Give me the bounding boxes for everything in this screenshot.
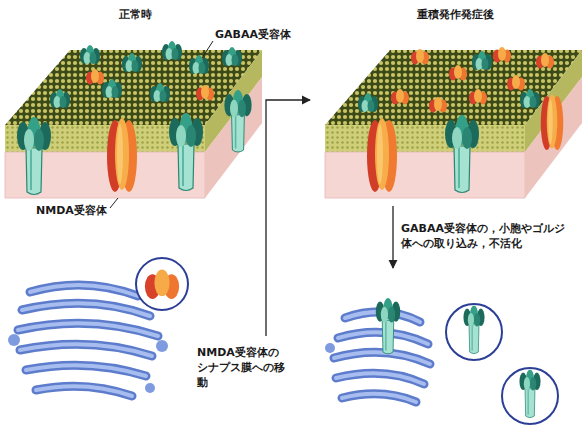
nmda-receptor bbox=[493, 47, 511, 63]
nmda-receptor bbox=[507, 75, 525, 91]
cytoplasm bbox=[325, 152, 525, 198]
gaba-receptor bbox=[520, 89, 540, 108]
cytoplasm bbox=[525, 77, 582, 198]
nmda-receptor bbox=[367, 118, 397, 192]
cytoplasm bbox=[205, 77, 262, 198]
nmda-receptor bbox=[86, 69, 104, 85]
vesicle bbox=[502, 368, 558, 424]
nmda-receptor bbox=[391, 89, 409, 105]
nmda-receptor bbox=[196, 85, 214, 101]
bilayer bbox=[325, 125, 525, 152]
arrow-label: GABAA受容体の，小胞やゴルジ体への取り込み，不活化 bbox=[401, 222, 569, 252]
nmda-receptor bbox=[107, 118, 137, 192]
gaba-receptor bbox=[50, 89, 70, 108]
gaba-receptor bbox=[358, 93, 378, 112]
nmda-receptor bbox=[536, 53, 554, 69]
receptor-label: NMDA受容体 bbox=[36, 204, 107, 219]
gaba-receptor bbox=[224, 90, 251, 152]
gaba-receptor bbox=[169, 113, 203, 191]
panel-heading: 重積発作発症後 bbox=[417, 8, 494, 23]
golgi-apparatus bbox=[325, 312, 430, 402]
gaba-receptor bbox=[122, 53, 142, 72]
gaba-receptor bbox=[17, 117, 51, 195]
gaba-receptor bbox=[162, 41, 182, 60]
gaba-receptor bbox=[150, 83, 170, 102]
gaba-receptor bbox=[80, 45, 100, 64]
membrane-block bbox=[5, 41, 262, 198]
vesicle bbox=[446, 304, 502, 360]
panel-heading: 正常時 bbox=[119, 8, 152, 23]
gaba-receptor bbox=[222, 47, 242, 66]
receptor-label: GABAA受容体 bbox=[215, 28, 291, 43]
gaba-receptor bbox=[189, 55, 209, 74]
process-arrow bbox=[392, 206, 393, 268]
arrow-label: NMDA受容体のシナプス膜への移動 bbox=[197, 346, 289, 391]
leader-line bbox=[110, 198, 118, 208]
nmda-receptor bbox=[469, 89, 487, 105]
gaba-receptor bbox=[445, 115, 479, 193]
nmda-receptor bbox=[429, 97, 447, 113]
leader-line bbox=[202, 41, 213, 58]
nmda-receptor bbox=[541, 95, 564, 151]
nmda-receptor bbox=[449, 65, 467, 81]
gaba-receptor bbox=[376, 298, 400, 354]
gaba-receptor bbox=[472, 51, 492, 70]
process-arrow bbox=[266, 100, 310, 336]
gaba-receptor bbox=[102, 79, 122, 98]
vesicle bbox=[136, 258, 188, 310]
membrane-block bbox=[325, 47, 582, 198]
nmda-receptor bbox=[411, 49, 429, 65]
